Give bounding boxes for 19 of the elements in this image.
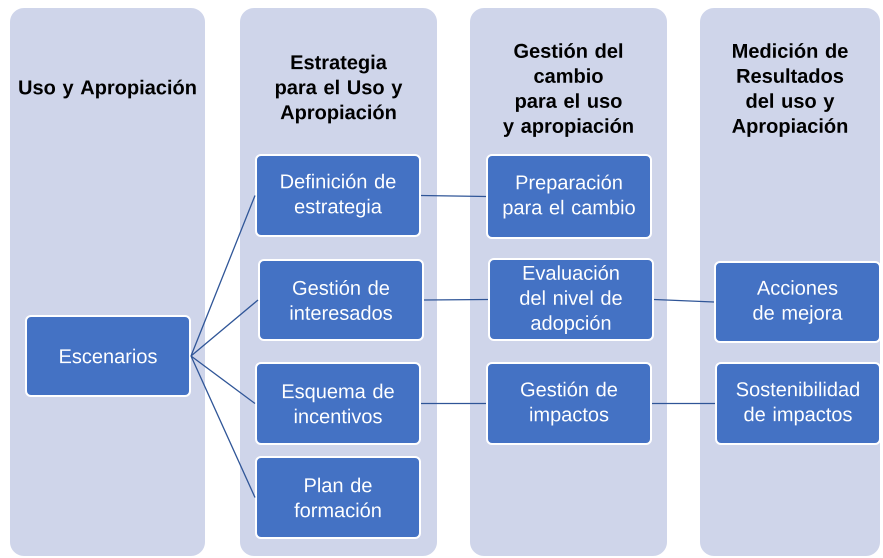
connector-line xyxy=(654,298,714,303)
connector-line xyxy=(190,300,258,356)
process-box: Sostenibilidad de impactos xyxy=(715,362,881,445)
connector-line xyxy=(421,402,486,404)
connector-line xyxy=(190,355,256,404)
process-box: Gestión de interesados xyxy=(258,259,424,341)
connector-line xyxy=(190,356,256,498)
process-box: Preparación para el cambio xyxy=(486,154,652,239)
connector-line xyxy=(421,194,486,198)
process-box: Escenarios xyxy=(25,315,191,397)
connector-line xyxy=(190,195,256,356)
process-box: Gestión de impactos xyxy=(486,362,652,445)
process-box: Evaluación del nivel de adopción xyxy=(488,258,654,341)
process-box: Plan de formación xyxy=(255,456,421,539)
process-box: Definición de estrategia xyxy=(255,154,421,237)
process-box: Acciones de mejora xyxy=(714,261,881,343)
connector-line xyxy=(424,298,488,301)
process-box: Esquema de incentivos xyxy=(255,362,421,445)
connector-line xyxy=(652,402,715,404)
